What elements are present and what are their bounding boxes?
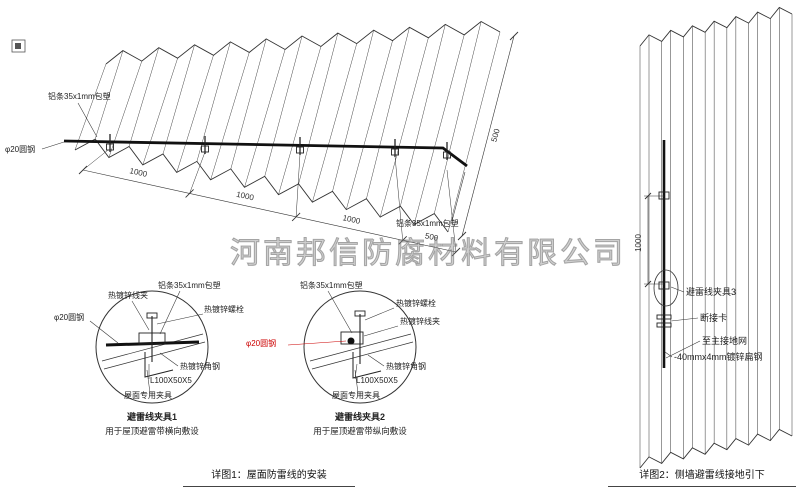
roof-strip-label-left: 铝条35x1mm包塑: [48, 91, 111, 101]
figure1-caption: 详图1：屋面防雷线的安装: [183, 466, 355, 487]
detail1-subtitle: 用于屋顶避雷带横向敷设: [105, 426, 199, 436]
roof-dim-4: 500: [424, 231, 440, 243]
roof-dim-2: 1000: [235, 190, 255, 203]
roof-lightning-wire: [63, 134, 468, 168]
detail1-strip-label: 铝条35x1mm包塑: [158, 280, 221, 290]
detail2-subtitle: 用于屋顶避雷带纵向敷设: [313, 426, 407, 436]
disconnect-card-label: 断接卡: [700, 312, 727, 323]
roof-strip-label-right: 铝条35x1mm包塑: [396, 218, 459, 228]
detail2-bolt-label: 热镀锌螺栓: [396, 298, 436, 308]
roof-rod-label: φ20圆钢: [5, 144, 35, 154]
detail1-title: 避雷线夹具1: [127, 411, 177, 422]
detail2-rod-label: φ20圆钢: [246, 338, 276, 348]
detail1-clamp-label: 热镀锌线夹: [108, 290, 148, 300]
wall-wire-clamp: [658, 191, 670, 200]
roof-corrugated-sheet: [74, 20, 501, 233]
corner-mark: [11, 39, 26, 53]
wall-wire-clamp: [658, 281, 670, 290]
detail1-fixture-label: 屋面专用夹具: [124, 390, 172, 400]
roof-wire-clamp: [391, 139, 399, 157]
wall-dim: 1000: [634, 234, 643, 252]
detail1-view: 热镀锌线夹 铝条35x1mm包塑 热镀锌螺栓 φ20圆钢 热镀锌角钢 L100X…: [54, 280, 244, 436]
detail2-fixture-label: 屋面专用夹具: [332, 390, 380, 400]
disconnect-card-symbol: [656, 322, 672, 328]
roof-dim-1: 1000: [129, 166, 149, 179]
detail2-clamp-label: 热镀锌线夹: [400, 316, 440, 326]
roof-dimension-lines: 1000 1000 1000 500 500: [78, 31, 519, 257]
figure2-caption: 详图2：侧墙避雷线接地引下: [608, 466, 796, 487]
wall-detail-callout: [653, 269, 679, 307]
detail1-bolt-label: 热镀锌螺栓: [204, 304, 244, 314]
disconnect-card-symbol: [656, 314, 672, 320]
detail2-strip-label: 铝条35x1mm包塑: [300, 280, 363, 290]
detail2-view: 铝条35x1mm包塑 热镀锌螺栓 热镀锌线夹 φ20圆钢 热镀锌角钢 L100X…: [246, 280, 440, 436]
detail2-angle-label: 热镀锌角钢: [386, 361, 426, 371]
roof-wire-clamp: [106, 134, 114, 152]
wall-elements: 1000 避雷线夹具3 断接卡 至主接地网 -40mmx4mm镀锌扁钢: [634, 140, 763, 368]
wall-clamp-label: 避雷线夹具3: [686, 286, 736, 297]
ground-net-label: 至主接地网: [702, 335, 747, 346]
roof-wire-clamp: [296, 137, 304, 155]
detail2-title: 避雷线夹具2: [335, 411, 385, 422]
roof-wire-clamp: [443, 142, 451, 160]
detail1-rod-label: φ20圆钢: [54, 312, 84, 322]
roof-dim-3: 1000: [342, 213, 362, 226]
roof-labels: 铝条35x1mm包塑 φ20圆钢 铝条35x1mm包塑: [5, 91, 466, 228]
wall-corrugated-sheet: [639, 6, 793, 469]
roof-dim-right: 500: [490, 127, 502, 143]
detail1-angle-label: 热镀锌角钢: [180, 361, 220, 371]
flat-steel-label: -40mmx4mm镀锌扁钢: [674, 351, 763, 362]
detail2-angle-spec-label: L100X50X5: [356, 376, 398, 385]
detail1-angle-spec-label: L100X50X5: [150, 376, 192, 385]
